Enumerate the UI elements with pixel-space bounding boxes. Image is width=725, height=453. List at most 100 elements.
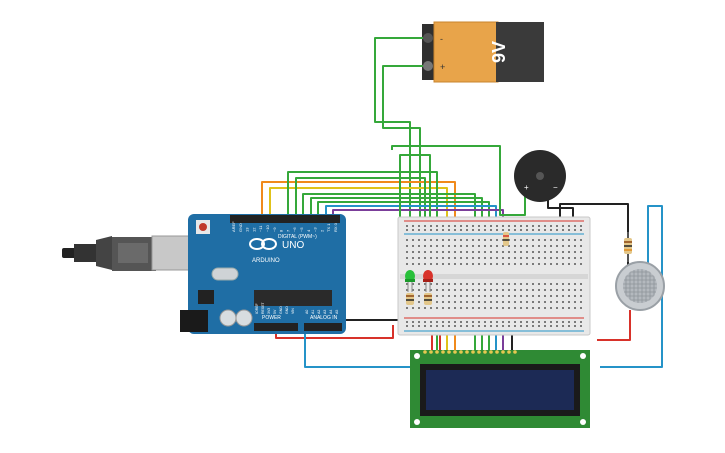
breadboard-hole[interactable] xyxy=(484,283,486,285)
breadboard-hole[interactable] xyxy=(538,229,540,231)
breadboard-hole[interactable] xyxy=(568,239,570,241)
breadboard-hole[interactable] xyxy=(520,321,522,323)
breadboard-hole[interactable] xyxy=(430,289,432,291)
breadboard-hole[interactable] xyxy=(448,301,450,303)
breadboard-hole[interactable] xyxy=(508,225,510,227)
breadboard-hole[interactable] xyxy=(496,283,498,285)
breadboard-hole[interactable] xyxy=(514,295,516,297)
piezo-buzzer[interactable]: + − xyxy=(514,150,566,202)
breadboard-hole[interactable] xyxy=(514,263,516,265)
breadboard-hole[interactable] xyxy=(436,295,438,297)
breadboard-hole[interactable] xyxy=(544,245,546,247)
breadboard-hole[interactable] xyxy=(442,325,444,327)
breadboard-hole[interactable] xyxy=(472,321,474,323)
breadboard-hole[interactable] xyxy=(514,225,516,227)
breadboard-hole[interactable] xyxy=(580,321,582,323)
breadboard-hole[interactable] xyxy=(466,283,468,285)
breadboard-hole[interactable] xyxy=(490,295,492,297)
breadboard-hole[interactable] xyxy=(448,225,450,227)
breadboard-hole[interactable] xyxy=(496,251,498,253)
breadboard-hole[interactable] xyxy=(502,225,504,227)
breadboard-hole[interactable] xyxy=(484,307,486,309)
breadboard-hole[interactable] xyxy=(478,263,480,265)
breadboard-hole[interactable] xyxy=(514,257,516,259)
breadboard-hole[interactable] xyxy=(454,229,456,231)
breadboard-hole[interactable] xyxy=(436,229,438,231)
lcd-pin[interactable] xyxy=(471,350,475,354)
breadboard-hole[interactable] xyxy=(568,321,570,323)
wire-battery-pos[interactable] xyxy=(382,65,423,225)
breadboard-hole[interactable] xyxy=(574,325,576,327)
breadboard-hole[interactable] xyxy=(532,225,534,227)
breadboard-hole[interactable] xyxy=(466,251,468,253)
breadboard-hole[interactable] xyxy=(538,263,540,265)
breadboard-hole[interactable] xyxy=(550,295,552,297)
breadboard-hole[interactable] xyxy=(550,301,552,303)
breadboard-hole[interactable] xyxy=(520,239,522,241)
breadboard-hole[interactable] xyxy=(580,307,582,309)
breadboard-hole[interactable] xyxy=(532,229,534,231)
breadboard-hole[interactable] xyxy=(466,321,468,323)
breadboard-hole[interactable] xyxy=(496,289,498,291)
breadboard-hole[interactable] xyxy=(448,321,450,323)
breadboard-hole[interactable] xyxy=(544,263,546,265)
breadboard-hole[interactable] xyxy=(526,289,528,291)
breadboard-hole[interactable] xyxy=(508,321,510,323)
breadboard-hole[interactable] xyxy=(478,321,480,323)
breadboard-hole[interactable] xyxy=(454,251,456,253)
breadboard-hole[interactable] xyxy=(526,245,528,247)
breadboard-hole[interactable] xyxy=(508,263,510,265)
breadboard-hole[interactable] xyxy=(496,257,498,259)
breadboard-hole[interactable] xyxy=(472,257,474,259)
breadboard-hole[interactable] xyxy=(526,257,528,259)
breadboard-hole[interactable] xyxy=(520,257,522,259)
resistor-led-red[interactable] xyxy=(424,293,432,305)
breadboard-hole[interactable] xyxy=(466,307,468,309)
lcd-pin[interactable] xyxy=(507,350,511,354)
breadboard-hole[interactable] xyxy=(520,225,522,227)
breadboard-hole[interactable] xyxy=(550,257,552,259)
breadboard-hole[interactable] xyxy=(544,321,546,323)
breadboard-hole[interactable] xyxy=(556,325,558,327)
breadboard-hole[interactable] xyxy=(502,283,504,285)
breadboard-hole[interactable] xyxy=(412,325,414,327)
lcd-pin[interactable] xyxy=(429,350,433,354)
breadboard-hole[interactable] xyxy=(466,239,468,241)
breadboard-hole[interactable] xyxy=(418,283,420,285)
breadboard-hole[interactable] xyxy=(496,229,498,231)
breadboard-hole[interactable] xyxy=(508,229,510,231)
breadboard-hole[interactable] xyxy=(454,225,456,227)
breadboard-hole[interactable] xyxy=(490,325,492,327)
breadboard-hole[interactable] xyxy=(418,239,420,241)
breadboard-hole[interactable] xyxy=(526,229,528,231)
breadboard-hole[interactable] xyxy=(532,245,534,247)
breadboard-hole[interactable] xyxy=(454,307,456,309)
lcd-16x2[interactable] xyxy=(410,350,590,428)
breadboard-hole[interactable] xyxy=(580,295,582,297)
breadboard-hole[interactable] xyxy=(508,283,510,285)
breadboard-hole[interactable] xyxy=(442,263,444,265)
breadboard-hole[interactable] xyxy=(490,283,492,285)
breadboard-hole[interactable] xyxy=(520,251,522,253)
breadboard-hole[interactable] xyxy=(436,321,438,323)
breadboard-hole[interactable] xyxy=(460,307,462,309)
breadboard-hole[interactable] xyxy=(460,225,462,227)
breadboard-hole[interactable] xyxy=(580,325,582,327)
breadboard-hole[interactable] xyxy=(532,289,534,291)
breadboard-hole[interactable] xyxy=(502,301,504,303)
breadboard-hole[interactable] xyxy=(496,307,498,309)
breadboard-hole[interactable] xyxy=(550,245,552,247)
breadboard-hole[interactable] xyxy=(544,229,546,231)
breadboard-hole[interactable] xyxy=(478,283,480,285)
breadboard-hole[interactable] xyxy=(496,239,498,241)
breadboard-hole[interactable] xyxy=(442,289,444,291)
breadboard-hole[interactable] xyxy=(496,295,498,297)
breadboard-hole[interactable] xyxy=(436,245,438,247)
breadboard-hole[interactable] xyxy=(472,225,474,227)
breadboard-hole[interactable] xyxy=(502,257,504,259)
breadboard-hole[interactable] xyxy=(568,283,570,285)
breadboard-hole[interactable] xyxy=(454,257,456,259)
breadboard-hole[interactable] xyxy=(574,289,576,291)
breadboard-hole[interactable] xyxy=(532,301,534,303)
breadboard-hole[interactable] xyxy=(580,239,582,241)
